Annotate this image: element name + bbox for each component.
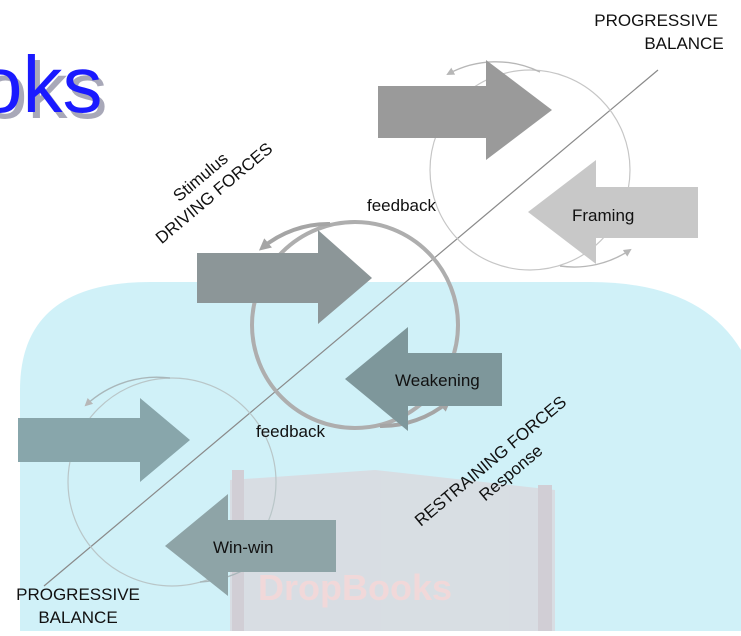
weakening-label: Weakening — [395, 371, 480, 390]
framing-arrow: Framing — [528, 160, 698, 264]
balance-line — [43, 69, 659, 587]
svg-text:PROGRESSIVE: PROGRESSIVE — [594, 11, 718, 30]
svg-text:PROGRESSIVE: PROGRESSIVE — [16, 585, 140, 604]
win-win-arrow: Win-win — [165, 494, 336, 596]
driving-forces-label: Stimulus DRIVING FORCES — [152, 139, 276, 248]
driving-arrow-bottom — [18, 398, 190, 482]
win-win-label: Win-win — [213, 538, 273, 557]
framing-label: Framing — [572, 206, 634, 225]
svg-text:BALANCE: BALANCE — [644, 34, 723, 53]
feedback-label-top: feedback — [367, 196, 436, 215]
driving-arrow-middle — [197, 230, 372, 324]
progressive-balance-top: PROGRESSIVE BALANCE — [594, 11, 723, 53]
driving-arrow-top — [378, 60, 552, 160]
svg-text:BALANCE: BALANCE — [38, 608, 117, 627]
feedback-circle — [250, 220, 460, 430]
title-fragment: oks — [0, 40, 103, 129]
progressive-balance-bottom: PROGRESSIVE BALANCE — [16, 585, 140, 627]
top-balance-circle — [429, 61, 632, 271]
weakening-arrow: Weakening — [345, 327, 502, 431]
title-shadow: oks — [0, 46, 108, 135]
watermark-text: DropBooks — [258, 567, 452, 608]
feedback-label-bottom: feedback — [256, 422, 325, 441]
